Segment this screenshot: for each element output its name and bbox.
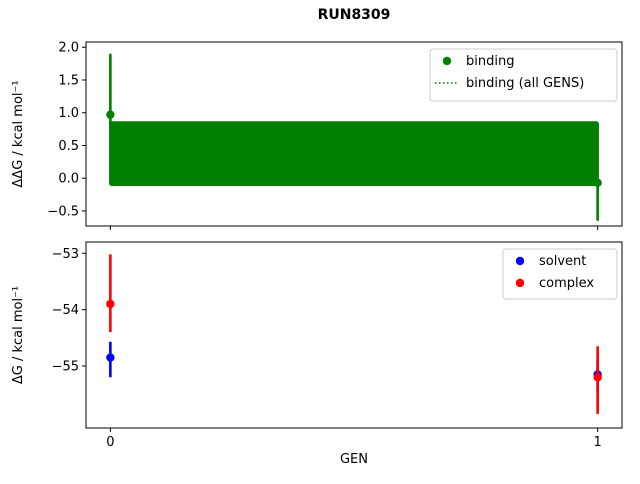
bottom-y-axis-label: ΔG / kcal mol⁻¹ — [11, 286, 26, 384]
x-tick-label: 1 — [593, 435, 601, 450]
legend-marker-icon — [442, 56, 452, 66]
y-tick-label: 1.0 — [58, 106, 79, 121]
legend-box — [502, 248, 618, 300]
bottom-plot: −53 −54 −55 0 1 solvent complex — [52, 241, 623, 450]
legend-label: binding — [466, 54, 514, 69]
axes-frame — [85, 241, 623, 429]
legend-marker-icon — [515, 278, 525, 288]
complex-point — [593, 373, 602, 382]
y-tick-label: −55 — [52, 360, 79, 375]
y-tick-label: −0.5 — [47, 204, 79, 219]
y-tick-label: −54 — [52, 303, 79, 318]
y-tick-label: 0.5 — [58, 139, 79, 154]
y-tick-label: 1.5 — [58, 73, 79, 88]
top-plot: 2.0 1.5 1.0 0.5 0.0 −0.5 binding binding (all G… — [47, 41, 623, 230]
y-tick-label: 2.0 — [58, 41, 79, 56]
legend-label: binding (all GENS) — [466, 76, 584, 91]
y-tick-label: −53 — [52, 247, 79, 262]
legend-label: solvent — [539, 254, 586, 269]
axes-frame — [85, 41, 623, 227]
chart-title: RUN8309 — [318, 7, 391, 23]
binding-point — [593, 178, 602, 187]
legend-marker-icon — [515, 256, 525, 266]
top-y-axis-label: ΔΔG / kcal mol⁻¹ — [11, 80, 26, 187]
y-tick-label: 0.0 — [58, 172, 79, 187]
binding-point — [106, 110, 115, 119]
legend-box — [429, 48, 618, 102]
legend-label: complex — [539, 276, 594, 291]
x-axis-label: GEN — [340, 452, 368, 467]
solvent-point — [106, 353, 115, 362]
complex-point — [106, 299, 115, 309]
x-tick-label: 0 — [106, 435, 114, 450]
